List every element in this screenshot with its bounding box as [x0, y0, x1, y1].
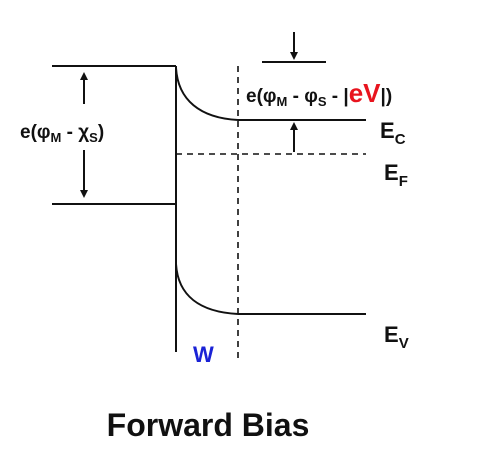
valence-band-curve: [175, 263, 239, 315]
ec-label: EC: [380, 118, 406, 148]
built-in-potential-label: e(φM - φS - |eV|): [246, 78, 392, 109]
barrier-height-label: e(φM - χS): [20, 122, 104, 145]
ef-label: EF: [384, 160, 408, 190]
depletion-width-label: W: [193, 342, 214, 367]
ev-label: EV: [384, 322, 409, 352]
conduction-band-curve: [175, 67, 239, 121]
diagram-title: Forward Bias: [107, 407, 310, 443]
